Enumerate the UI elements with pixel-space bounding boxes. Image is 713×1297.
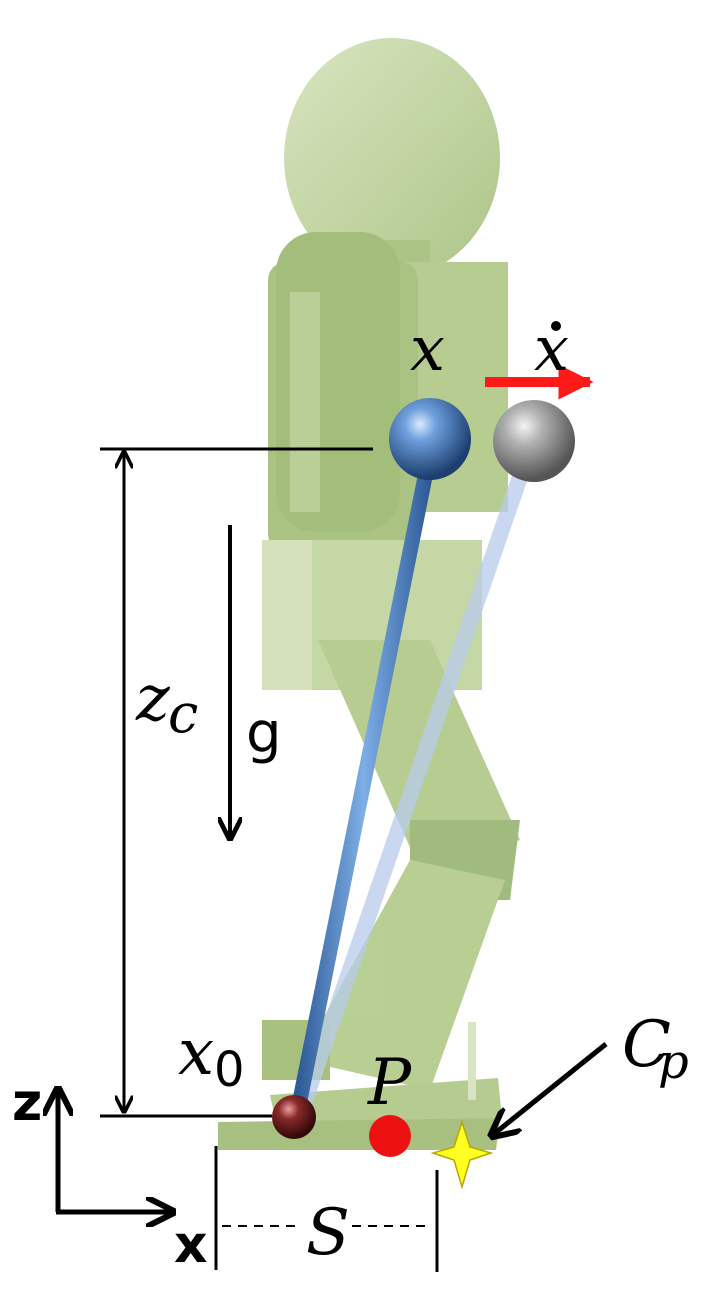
com-position-label: x (410, 312, 445, 385)
com-ball (389, 398, 471, 480)
height-subscript: c (168, 682, 198, 745)
robot-head (284, 38, 500, 278)
com-velocity-symbol: x (534, 312, 569, 385)
gravity-label: g (246, 701, 282, 766)
axis-x-label: x (174, 1215, 208, 1275)
velocity-dot (551, 321, 561, 331)
capture-subscript: p (658, 1034, 689, 1090)
capture-point-star (430, 1119, 494, 1190)
height-symbol: z (135, 662, 171, 736)
cop-marker (369, 1115, 411, 1157)
capture-point-pointer (494, 1042, 608, 1134)
support-point-label: x 0 (178, 1016, 245, 1098)
ghost-pendulum (292, 400, 575, 1123)
support-symbol: x (178, 1016, 214, 1090)
ankle-ball (272, 1095, 316, 1139)
support-length-label: S (306, 1196, 350, 1270)
pressure-center-label: P (367, 1046, 412, 1120)
support-subscript: 0 (214, 1042, 245, 1098)
robot-foot-top (270, 1078, 502, 1122)
robot-hip-shade (262, 540, 312, 690)
robot-arm-highlight (290, 292, 320, 512)
com-velocity-label: x (534, 312, 569, 385)
ghost-com-ball (493, 400, 575, 482)
ghost-pendulum-rod (292, 440, 538, 1123)
axis-z-label: z (12, 1073, 42, 1133)
capture-symbol: C (622, 1008, 671, 1082)
pendulum-rod (289, 444, 438, 1123)
capture-point-label: C p (622, 1008, 689, 1090)
height-label: z c (135, 662, 198, 745)
robot-shin (300, 860, 505, 1090)
main-pendulum (272, 398, 471, 1139)
robot-foot-post (468, 1022, 476, 1100)
